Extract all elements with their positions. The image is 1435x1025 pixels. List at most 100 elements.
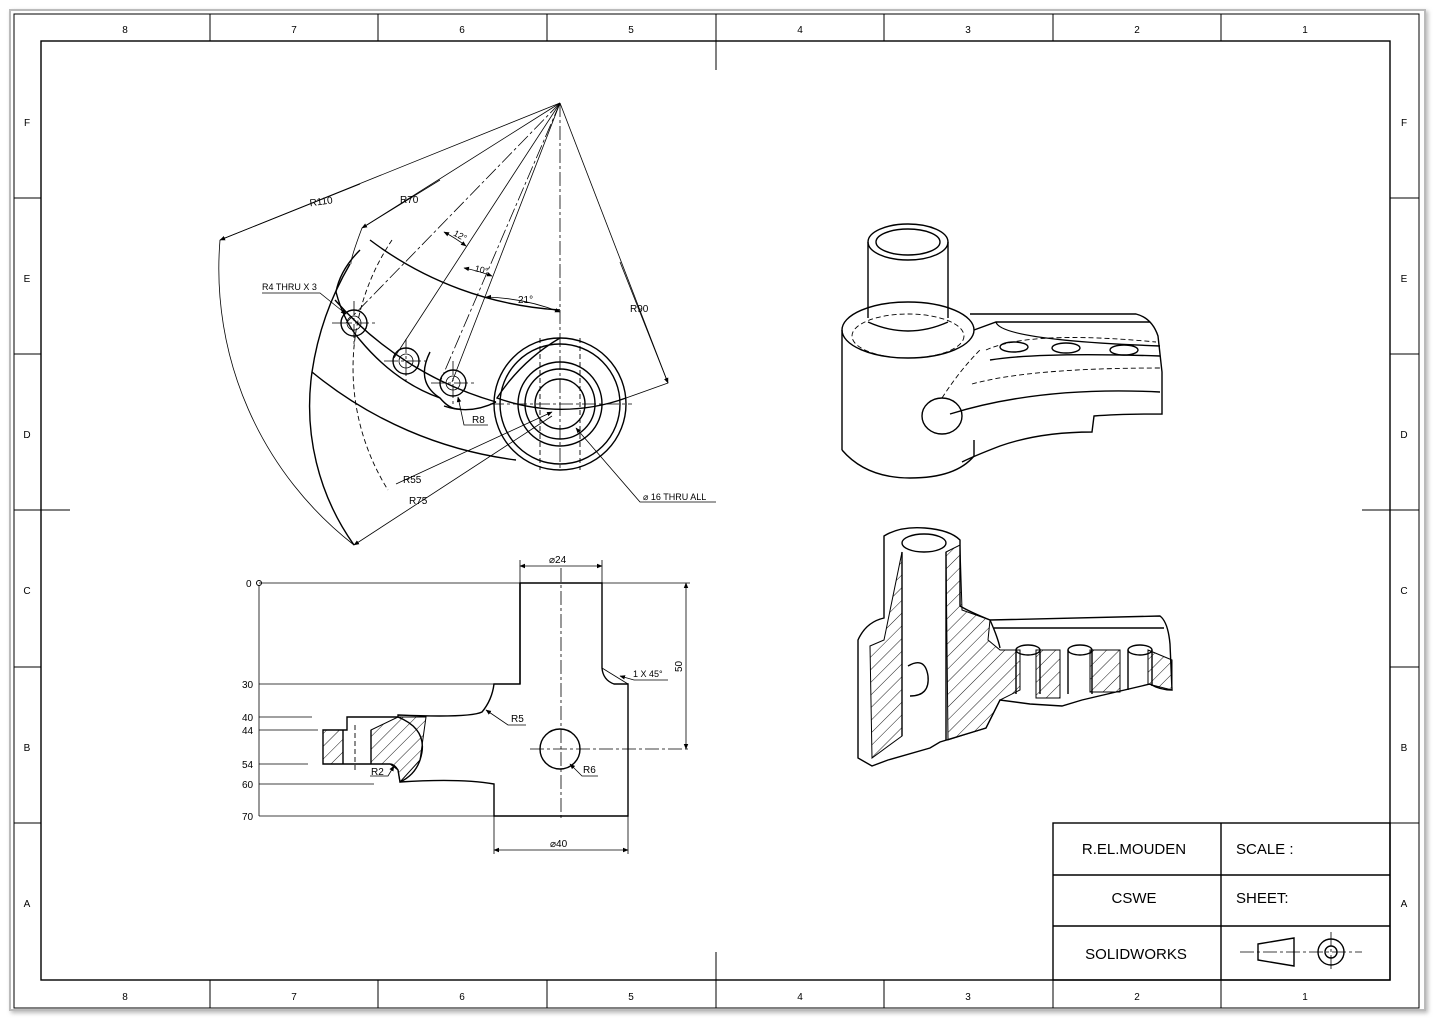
zone-col-4: 4 [797, 25, 803, 36]
r75-dimline [353, 415, 553, 546]
dim-holes: R4 THRU X 3 [262, 282, 317, 292]
r8-leader [456, 396, 488, 426]
zone-labels-bottom: 8 7 6 5 4 3 2 1 [122, 992, 1308, 1003]
top-view: R110 R70 R90 12° 10° 21° R4 THRU X 3 R8 … [218, 102, 716, 546]
zone-row-f-right: F [1401, 118, 1407, 129]
r110-dimline [219, 183, 361, 241]
zone-col-8: 8 [122, 25, 128, 36]
zone-col-1: 1 [1302, 25, 1308, 36]
sheet-frame [9, 9, 1426, 1011]
arm-outer-edge [308, 263, 355, 546]
arm-left-edge [335, 249, 361, 293]
dim-r75: R75 [409, 496, 428, 507]
ordinate-70: 70 [242, 812, 254, 823]
zone-grid [14, 14, 1419, 1008]
zone-col-2-bottom: 2 [1134, 992, 1140, 1003]
r55-hidden-arc [352, 239, 393, 491]
section-hatch-left [322, 729, 344, 765]
zone-col-7: 7 [291, 25, 297, 36]
ordinate-54: 54 [242, 760, 254, 771]
dim-r55: R55 [403, 475, 422, 486]
zone-col-8-bottom: 8 [122, 992, 128, 1003]
dim-r110: R110 [309, 195, 334, 209]
zone-col-3: 3 [965, 25, 971, 36]
zone-row-a: A [24, 899, 31, 910]
zone-col-5-bottom: 5 [628, 992, 634, 1003]
holes-leader [262, 292, 347, 315]
zone-row-e-right: E [1401, 274, 1408, 285]
title-sheet-label: SHEET: [1236, 890, 1289, 907]
arm-mid-arc [334, 299, 497, 403]
dim-angle-21: 21° [518, 295, 533, 306]
dim-angle-10: 10° [474, 263, 490, 276]
r55-leader [395, 411, 553, 485]
front-view: 0 30 40 44 54 60 70 ⌀24 ⌀40 50 1 X [242, 555, 690, 854]
zone-row-d: D [23, 430, 30, 441]
dim-dia24: ⌀24 [549, 555, 567, 566]
title-author: R.EL.MOUDEN [1082, 841, 1186, 858]
dim-r70: R70 [400, 195, 419, 206]
zone-col-4-bottom: 4 [797, 992, 803, 1003]
angle-12-arc [443, 231, 467, 247]
zone-col-1-bottom: 1 [1302, 992, 1308, 1003]
dim-bore: ⌀ 16 THRU ALL [643, 492, 706, 502]
dim-height50: 50 [674, 660, 685, 672]
dim-r8: R8 [472, 415, 485, 426]
radial-lines [219, 102, 669, 470]
r70-dimline [361, 179, 441, 229]
ordinate-40: 40 [242, 713, 254, 724]
projection-symbol-icon [1240, 932, 1362, 972]
zone-row-c: C [23, 586, 30, 597]
zone-row-b: B [24, 743, 31, 754]
zone-row-d-right: D [1400, 430, 1407, 441]
zone-col-6-bottom: 6 [459, 992, 465, 1003]
r2-leader [370, 765, 395, 777]
zone-labels-top: 8 7 6 5 4 3 2 1 [122, 25, 1308, 36]
zone-col-3-bottom: 3 [965, 992, 971, 1003]
dim-r5: R5 [511, 714, 524, 725]
zone-row-f: F [24, 118, 30, 129]
zone-col-2: 2 [1134, 25, 1140, 36]
r6-leader [569, 763, 598, 777]
zone-row-b-right: B [1401, 743, 1408, 754]
chamfer-leader [619, 675, 668, 681]
r110-extension [218, 239, 355, 546]
section-hatch-right [370, 716, 427, 784]
ordinate-30: 30 [242, 680, 254, 691]
section-view [857, 526, 1173, 767]
zone-row-c-right: C [1400, 586, 1407, 597]
dim-dia40: ⌀40 [550, 839, 568, 850]
hole-3 [431, 361, 475, 405]
title-scale-label: SCALE : [1236, 841, 1294, 858]
arm-lower-arc [311, 371, 517, 461]
hole-2 [384, 339, 428, 383]
r70-leader [350, 227, 363, 265]
dim-r90: R90 [630, 304, 649, 315]
title-org: CSWE [1112, 890, 1157, 907]
dim-r6: R6 [583, 765, 596, 776]
zone-row-a-right: A [1401, 899, 1408, 910]
arm-top-arc [369, 239, 561, 311]
zone-labels-left: F E D C B A [23, 118, 30, 910]
dim-chamfer: 1 X 45° [633, 669, 663, 679]
zone-row-e: E [24, 274, 31, 285]
zone-col-7-bottom: 7 [291, 992, 297, 1003]
title-block: R.EL.MOUDEN SCALE : CSWE SHEET: SOLIDWOR… [1052, 822, 1391, 981]
ordinate-0: 0 [246, 579, 252, 590]
hole-1 [332, 301, 376, 345]
r90-dimline [619, 261, 669, 384]
zone-col-5: 5 [628, 25, 634, 36]
ordinate-44: 44 [242, 726, 254, 737]
isometric-view [841, 223, 1163, 479]
angle-10-arc [463, 266, 493, 277]
title-software: SOLIDWORKS [1085, 946, 1187, 963]
ordinate-60: 60 [242, 780, 254, 791]
r5-leader [485, 709, 526, 726]
dim-r2: R2 [371, 767, 384, 778]
zone-labels-right: F E D C B A [1400, 118, 1407, 910]
r90-tail [625, 382, 669, 399]
bore-leader [575, 427, 716, 503]
zone-col-6: 6 [459, 25, 465, 36]
